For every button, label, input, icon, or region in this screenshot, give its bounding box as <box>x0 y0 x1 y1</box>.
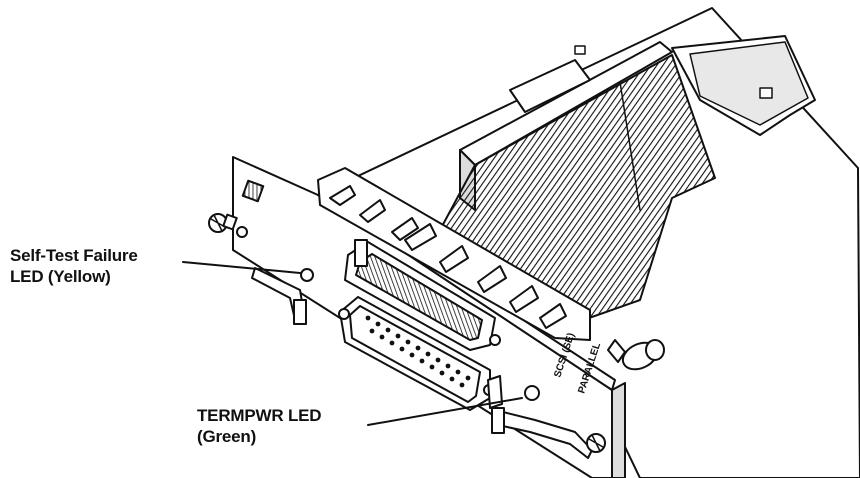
vent-plate <box>317 167 591 341</box>
scsi-connector <box>344 239 501 351</box>
termpwr-led <box>524 385 540 401</box>
hp-logo <box>241 179 265 203</box>
self-test-label-line1: Self-Test Failure <box>10 246 138 265</box>
self-test-label-line2: LED (Yellow) <box>10 267 111 286</box>
right-thumbscrew <box>586 433 606 453</box>
capacitor <box>607 339 665 371</box>
termpwr-label-line2: (Green) <box>197 427 257 446</box>
termpwr-leader <box>367 397 523 426</box>
left-thumbscrew <box>208 213 248 238</box>
self-test-led <box>300 268 314 282</box>
termpwr-led-label: TERMPWR LED (Green) <box>197 405 322 447</box>
rear-component-block <box>671 35 816 136</box>
self-test-leader <box>182 261 301 274</box>
termpwr-label-line1: TERMPWR LED <box>197 406 322 425</box>
self-test-failure-label: Self-Test Failure LED (Yellow) <box>10 245 138 287</box>
right-latch <box>494 409 593 459</box>
